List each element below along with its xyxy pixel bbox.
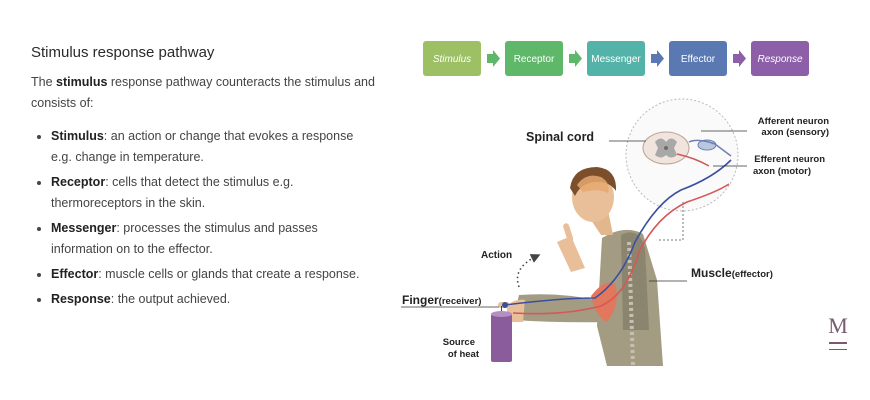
flow-label-effector: Effector xyxy=(681,54,716,65)
intro-bold-word: stimulus xyxy=(56,75,108,89)
list-item: Response: the output achieved. xyxy=(51,289,376,310)
flow-label-messenger: Messenger xyxy=(591,54,641,65)
flow-label-receptor: Receptor xyxy=(514,54,555,65)
finger-label-main: Finger xyxy=(402,293,439,307)
list-item: Receptor: cells that detect the stimulus… xyxy=(51,172,376,214)
reflex-diagram: Stimulus Receptor Messenger Effector Res… xyxy=(401,41,829,367)
flow-box-response xyxy=(751,41,809,76)
list-item-desc: : processes the stimulus and passes info… xyxy=(51,221,318,256)
flow-box-stimulus xyxy=(423,41,481,76)
reflex-figure: Stimulus Receptor Messenger Effector Res… xyxy=(395,30,840,375)
afferent-label-1: Afferent neuron xyxy=(758,116,829,127)
list-item-desc: : the output achieved. xyxy=(110,292,231,306)
list-item: Stimulus: an action or change that evoke… xyxy=(51,126,376,168)
spinal-cord-section xyxy=(625,98,739,212)
flow-box-effector xyxy=(669,41,727,76)
menu-line-icon xyxy=(829,348,847,350)
list-item-term: Stimulus xyxy=(51,129,104,143)
list-item-term: Response xyxy=(51,292,111,306)
afferent-label-2: axon (sensory) xyxy=(761,127,829,138)
intro-text-start: The xyxy=(31,75,57,89)
flow-arrow xyxy=(569,50,582,67)
heat-label-1: Source xyxy=(443,337,475,348)
list-item-desc: : an action or change that evokes a resp… xyxy=(51,129,354,164)
menu-line-icon xyxy=(829,342,847,344)
finger-label-note: (receiver) xyxy=(439,296,482,307)
spinal-cord-label: Spinal cord xyxy=(526,130,594,144)
flow-arrow xyxy=(651,50,664,67)
section-heading: Stimulus response pathway xyxy=(31,44,215,61)
flow-chart: Stimulus Receptor Messenger Effector Res… xyxy=(423,41,809,76)
muscle-label: Muscle(effector) xyxy=(691,266,773,280)
menu-logo-letter: M xyxy=(828,313,848,338)
list-item-desc: : cells that detect the stimulus e.g. th… xyxy=(51,175,294,210)
flow-label-response: Response xyxy=(757,54,802,65)
list-item-term: Effector xyxy=(51,267,99,281)
action-label: Action xyxy=(481,250,512,261)
heat-label-2: of heat xyxy=(448,349,480,360)
list-item-term: Receptor xyxy=(51,175,106,189)
intro-paragraph: The stimulus response pathway counteract… xyxy=(31,72,376,114)
efferent-label-2: axon (motor) xyxy=(753,166,811,177)
human-figure xyxy=(491,167,663,367)
efferent-label-1: Efferent neuron xyxy=(754,154,825,165)
action-arrow xyxy=(516,254,541,288)
list-item: Messenger: processes the stimulus and pa… xyxy=(51,218,376,260)
finger-label: Finger(receiver) xyxy=(402,293,481,307)
menu-button[interactable]: M xyxy=(825,315,851,361)
flow-box-receptor xyxy=(505,41,563,76)
flow-label-stimulus: Stimulus xyxy=(433,54,471,65)
muscle-label-main: Muscle xyxy=(691,266,732,280)
flow-box-messenger xyxy=(587,41,645,76)
pathway-list: Stimulus: an action or change that evoke… xyxy=(31,126,376,310)
list-item: Effector: muscle cells or glands that cr… xyxy=(51,264,376,285)
muscle-label-note: (effector) xyxy=(732,269,773,280)
list-item-term: Messenger xyxy=(51,221,117,235)
flow-arrow xyxy=(733,50,746,67)
neural-pathways xyxy=(502,159,732,315)
flow-arrow xyxy=(487,50,500,67)
list-item-desc: : muscle cells or glands that create a r… xyxy=(98,267,360,281)
text-column: Stimulus response pathway The stimulus r… xyxy=(31,44,376,314)
intro-text-end: response pathway counteracts the stimulu… xyxy=(31,75,375,110)
